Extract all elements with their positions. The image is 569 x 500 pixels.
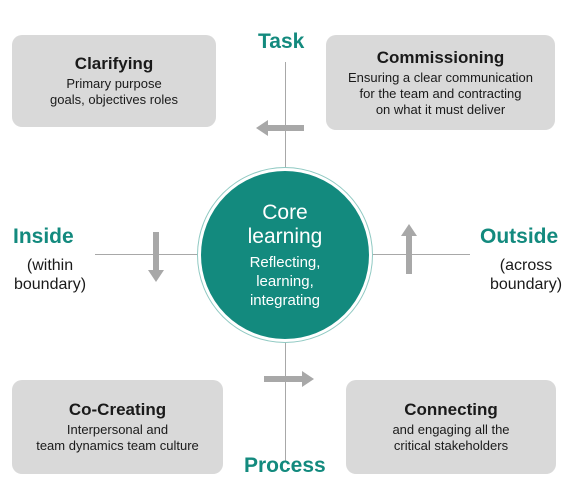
co-creating-box: Co-Creating Interpersonal and team dynam… xyxy=(12,380,223,474)
commissioning-body: Ensuring a clear communication for the t… xyxy=(348,69,533,117)
core-learning-circle: Core learning Reflecting, learning, inte… xyxy=(198,168,372,342)
core-learning-title: Core learning xyxy=(247,200,323,248)
arrow-left-icon xyxy=(256,120,304,136)
co-creating-title: Co-Creating xyxy=(68,400,167,419)
clarifying-body: Primary purpose goals, objectives roles xyxy=(50,76,178,107)
inside-axis-label: Inside xyxy=(13,225,74,248)
inside-axis-sublabel: (within boundary) xyxy=(13,257,87,293)
connecting-title: Connecting xyxy=(404,400,498,419)
process-axis-label: Process xyxy=(244,454,326,477)
connecting-box: Connecting and engaging all the critical… xyxy=(346,380,556,474)
arrow-down-icon xyxy=(148,232,164,282)
connecting-body: and engaging all the critical stakeholde… xyxy=(392,422,510,453)
core-learning-subtitle: Reflecting, learning, integrating xyxy=(249,253,321,309)
task-axis-label: Task xyxy=(258,30,305,53)
clarifying-title: Clarifying xyxy=(74,54,154,73)
commissioning-title: Commissioning xyxy=(376,47,505,67)
clarifying-box: Clarifying Primary purpose goals, object… xyxy=(12,35,216,127)
outside-axis-label: Outside xyxy=(480,225,559,248)
arrow-up-icon xyxy=(401,224,417,274)
arrow-right-icon xyxy=(264,371,314,387)
outside-axis-sublabel: (across boundary) xyxy=(489,257,563,293)
co-creating-body: Interpersonal and team dynamics team cul… xyxy=(36,422,199,453)
commissioning-box: Commissioning Ensuring a clear communica… xyxy=(326,35,555,130)
